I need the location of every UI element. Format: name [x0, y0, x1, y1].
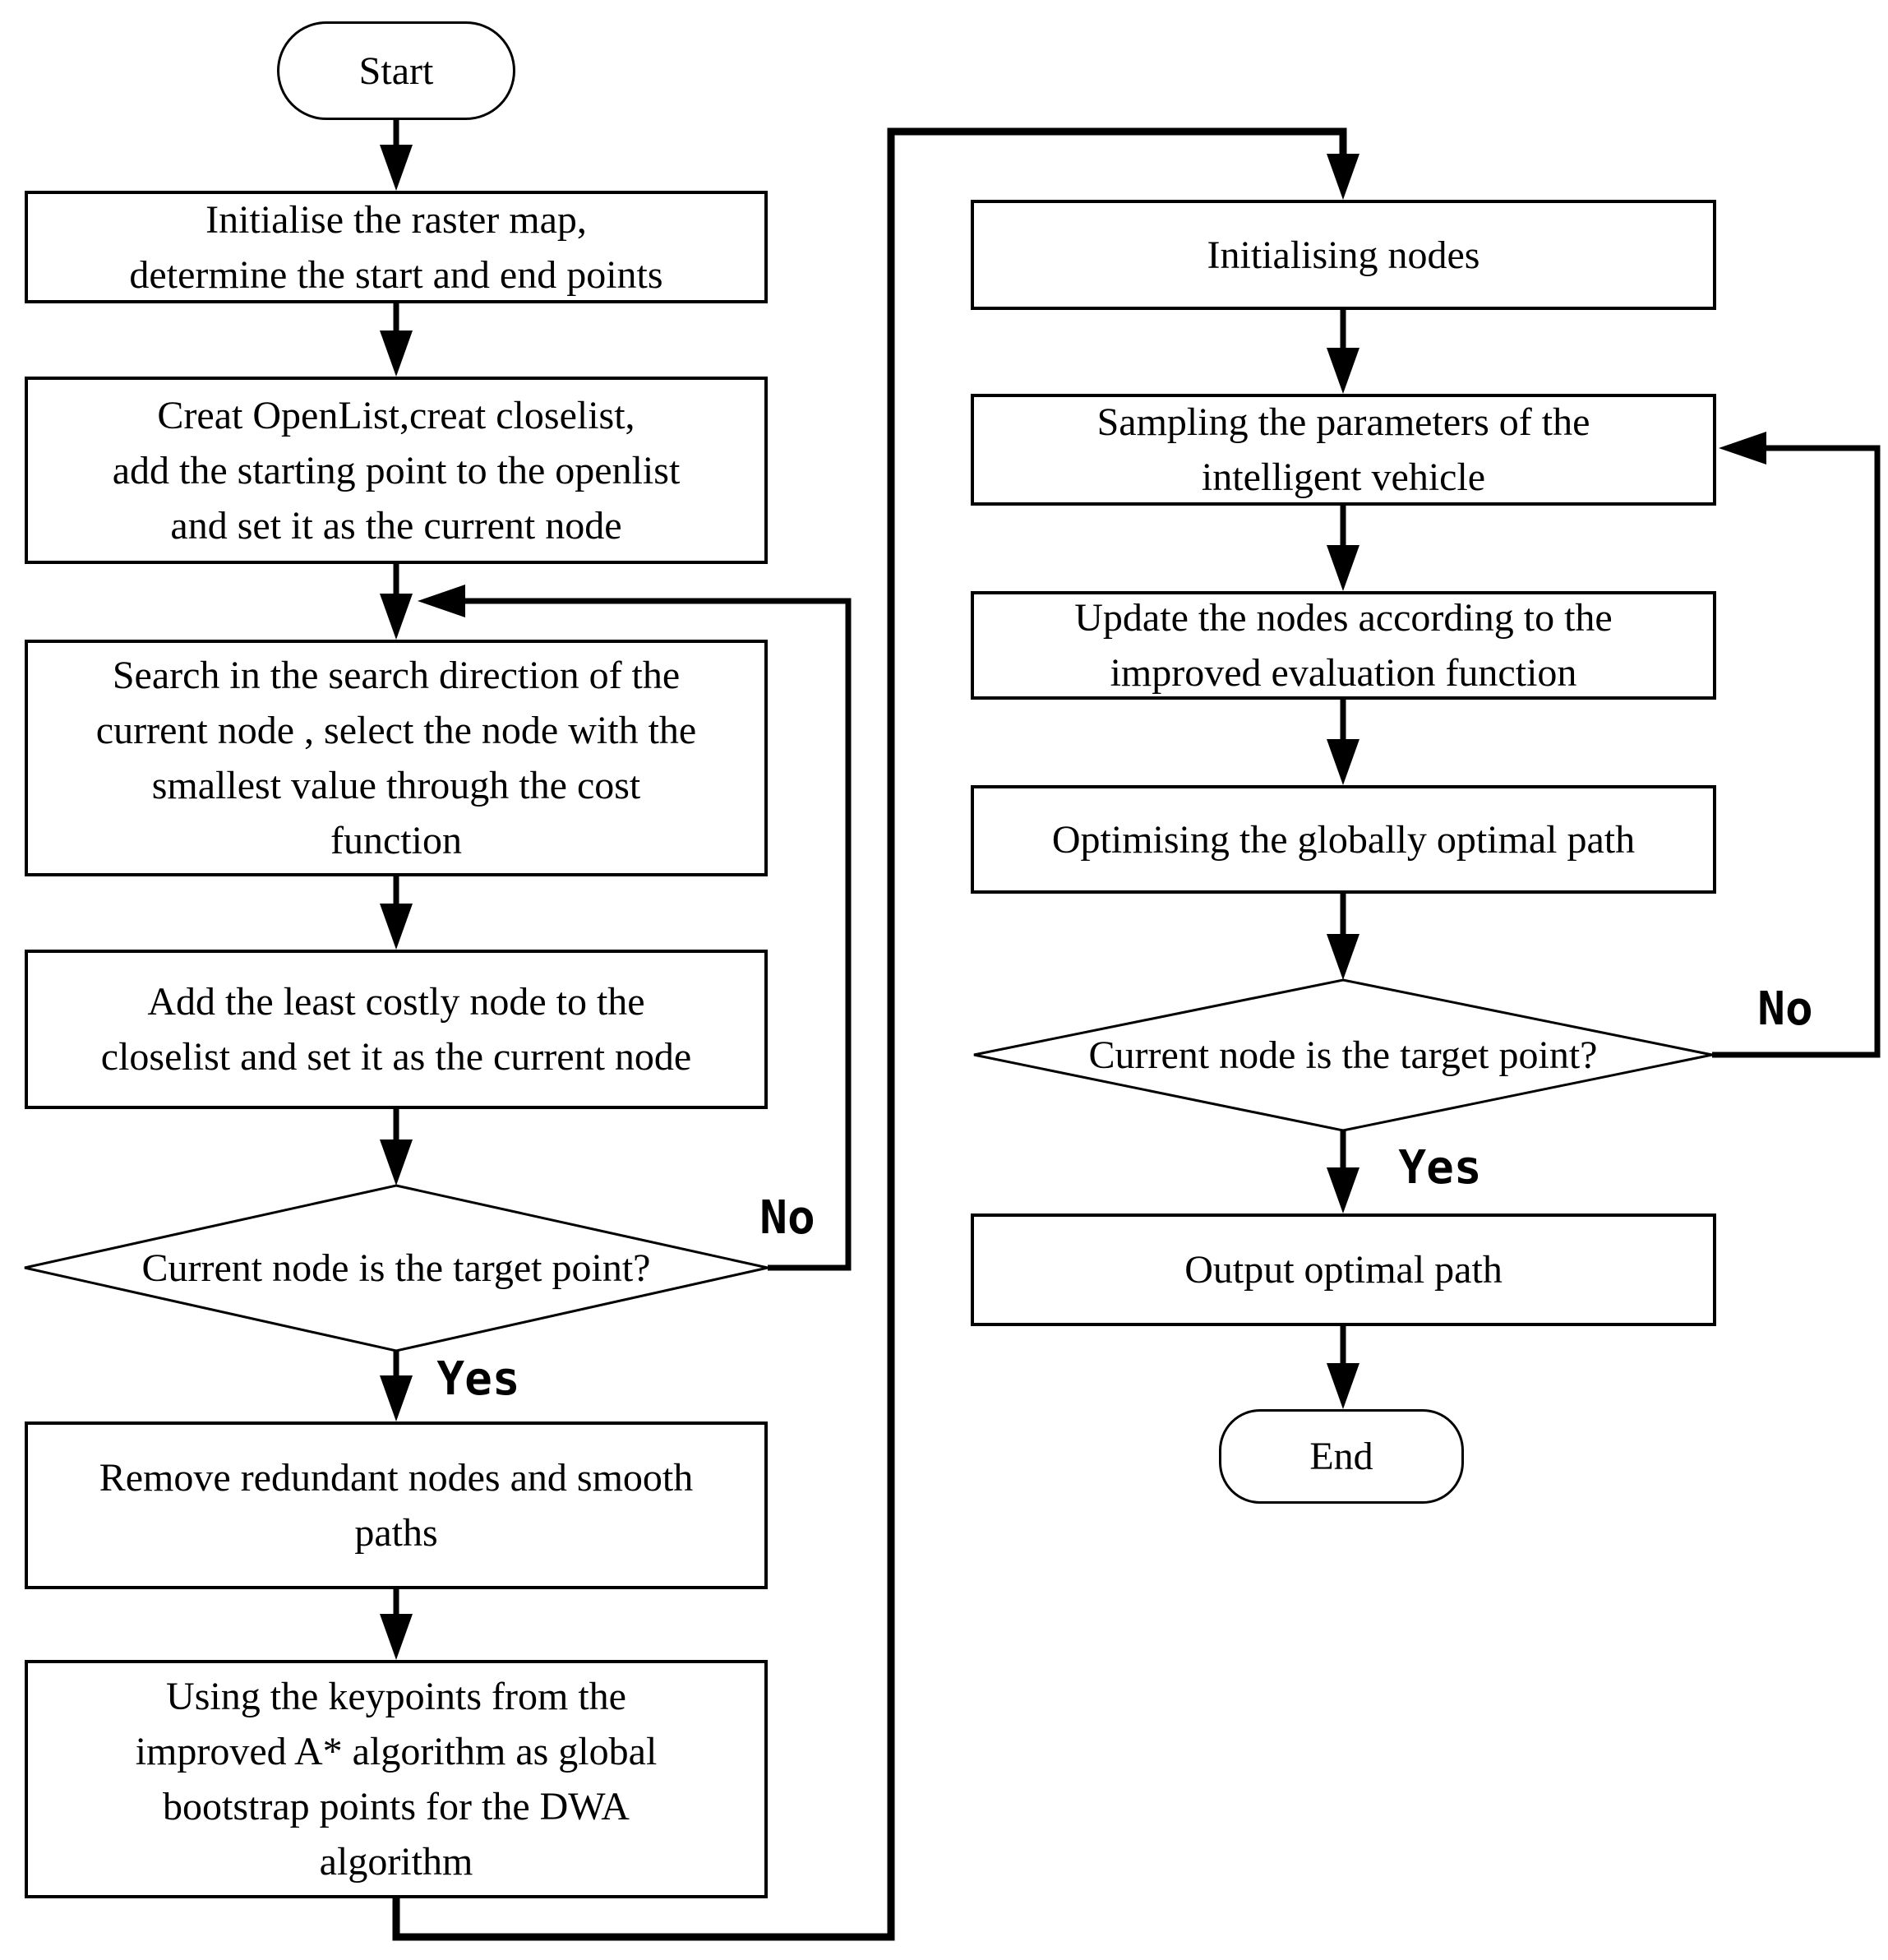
decision-diamond-astar: [24, 1184, 769, 1352]
arrow-create-lists-to-search: [380, 564, 413, 640]
process-initialise-map: Initialise the raster map, determine the…: [25, 191, 768, 303]
end-terminator: End: [1219, 1409, 1464, 1504]
process-sampling-parameters: Sampling the parameters of the intellige…: [971, 394, 1716, 506]
decision-target-point-dwa: Current node is the target point?: [1088, 1033, 1598, 1077]
arrow-optimise-to-decision-dwa: [1327, 894, 1359, 980]
connector-left-to-right-column: [392, 127, 1359, 1941]
label-yes-dwa: Yes: [1398, 1141, 1482, 1195]
process-add-least-costly: Add the least costly node to the closeli…: [25, 950, 768, 1109]
arrow-remove-to-keypoints: [380, 1589, 413, 1660]
arrow-output-to-end: [1327, 1326, 1359, 1409]
process-create-lists: Creat OpenList,creat closelist, add the …: [25, 377, 768, 564]
decision-diamond-dwa: [973, 978, 1713, 1132]
label-yes-astar: Yes: [436, 1352, 520, 1406]
arrow-sampling-to-update: [1327, 506, 1359, 591]
process-output-path: Output optimal path: [971, 1213, 1716, 1326]
label-no-astar: No: [759, 1191, 815, 1245]
process-remove-redundant: Remove redundant nodes and smooth paths: [25, 1421, 768, 1589]
arrow-update-to-optimise: [1327, 700, 1359, 785]
arrow-search-to-add-node: [380, 876, 413, 950]
arrow-start-to-init-map: [380, 119, 413, 191]
process-use-keypoints: Using the keypoints from the improved A*…: [25, 1660, 768, 1898]
arrow-init-nodes-to-sampling: [1327, 310, 1359, 394]
decision-target-point-astar: Current node is the target point?: [141, 1246, 651, 1290]
loop-no-dwa: [1712, 432, 1881, 1058]
arrow-yes-dwa-to-output: [1327, 1130, 1359, 1213]
label-no-dwa: No: [1757, 982, 1813, 1036]
arrow-add-node-to-decision-astar: [380, 1109, 413, 1186]
process-optimising-path: Optimising the globally optimal path: [971, 785, 1716, 894]
process-update-nodes: Update the nodes according to the improv…: [971, 591, 1716, 700]
process-initialising-nodes: Initialising nodes: [971, 200, 1716, 310]
arrow-init-map-to-create-lists: [380, 303, 413, 377]
process-search-direction: Search in the search direction of the cu…: [25, 640, 768, 876]
loop-no-astar: [418, 585, 852, 1271]
arrow-yes-astar-to-remove: [380, 1351, 413, 1421]
start-terminator: Start: [277, 21, 515, 120]
